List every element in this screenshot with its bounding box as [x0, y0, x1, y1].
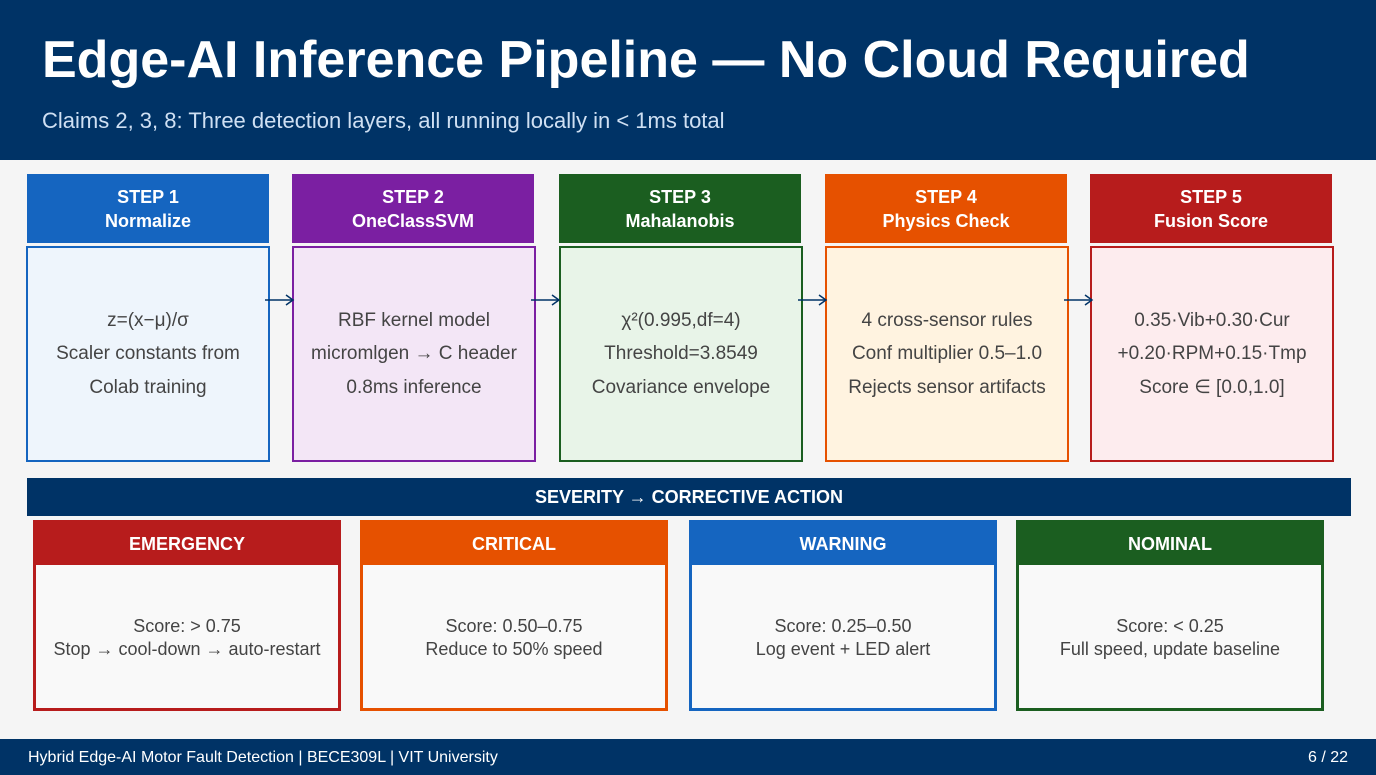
step-2-line-2: micromlgen → C header	[311, 343, 517, 365]
step-4-line-1: 4 cross-sensor rules	[861, 309, 1033, 331]
severity-warning-score: Score: 0.25–0.50	[774, 616, 912, 636]
step-3-line-1: χ²(0.995,df=4)	[621, 309, 741, 331]
severity-critical-score: Score: 0.50–0.75	[445, 616, 583, 636]
step-5-line-2: +0.20·RPM+0.15·Tmp	[1117, 343, 1307, 365]
severity-warning-card: WARNING Score: 0.25–0.50 Log event + LED…	[689, 520, 997, 711]
severity-warning-action: Log event + LED alert	[755, 639, 931, 659]
arrow-right-icon	[1064, 294, 1094, 306]
step-5-header: STEP 5 Fusion Score	[1090, 174, 1332, 243]
step-5-line-1: 0.35·Vib+0.30·Cur	[1134, 309, 1290, 331]
slide-subtitle: Claims 2, 3, 8: Three detection layers, …	[42, 108, 725, 133]
severity-emergency-card: EMERGENCY Score: > 0.75 Stop → cool-down…	[33, 520, 341, 711]
step-2-line-1: RBF kernel model	[337, 309, 491, 331]
step-1-line-3: Colab training	[89, 376, 207, 398]
step-1-name: Normalize	[104, 210, 192, 231]
step-1-header: STEP 1 Normalize	[27, 174, 269, 243]
severity-emergency-label: EMERGENCY	[36, 523, 338, 565]
step-4-number: STEP 4	[915, 186, 977, 207]
severity-emergency-score: Score: > 0.75	[133, 616, 241, 636]
step-3-box: χ²(0.995,df=4) Threshold=3.8549 Covarian…	[559, 246, 803, 462]
step-4-name: Physics Check	[882, 210, 1010, 231]
step-2-line-3: 0.8ms inference	[346, 376, 482, 398]
step-3-line-2: Threshold=3.8549	[604, 343, 758, 365]
severity-nominal-action: Full speed, update baseline	[1059, 639, 1281, 659]
severity-warning-label: WARNING	[692, 523, 994, 565]
step-3-header: STEP 3 Mahalanobis	[559, 174, 801, 243]
page-number: 6 / 22	[1307, 749, 1348, 766]
arrow-right-icon	[531, 294, 561, 306]
footer-bar: Hybrid Edge-AI Motor Fault Detection | B…	[0, 739, 1376, 775]
step-3-number: STEP 3	[649, 186, 711, 207]
step-4-box: 4 cross-sensor rules Conf multiplier 0.5…	[825, 246, 1069, 462]
step-5-number: STEP 5	[1180, 186, 1242, 207]
step-1-box: z=(x−μ)/σ Scaler constants from Colab tr…	[26, 246, 270, 462]
step-4-line-3: Rejects sensor artifacts	[848, 376, 1046, 398]
severity-critical-card: CRITICAL Score: 0.50–0.75 Reduce to 50% …	[360, 520, 668, 711]
step-5-box: 0.35·Vib+0.30·Cur +0.20·RPM+0.15·Tmp Sco…	[1090, 246, 1334, 462]
severity-critical-action: Reduce to 50% speed	[425, 639, 603, 659]
footer-course-info: Hybrid Edge-AI Motor Fault Detection | B…	[28, 749, 498, 766]
step-2-name: OneClassSVM	[351, 210, 475, 231]
step-2-number: STEP 2	[382, 186, 444, 207]
step-1-number: STEP 1	[117, 186, 179, 207]
severity-critical-label: CRITICAL	[363, 523, 665, 565]
severity-banner: SEVERITY → CORRECTIVE ACTION	[27, 478, 1351, 516]
severity-emergency-action: Stop → cool-down → auto-restart	[53, 639, 321, 659]
step-1-line-2: Scaler constants from	[56, 343, 240, 365]
severity-nominal-card: NOMINAL Score: < 0.25 Full speed, update…	[1016, 520, 1324, 711]
step-4-header: STEP 4 Physics Check	[825, 174, 1067, 243]
arrow-right-icon	[265, 294, 295, 306]
step-2-header: STEP 2 OneClassSVM	[292, 174, 534, 243]
title-banner: Edge-AI Inference Pipeline — No Cloud Re…	[0, 0, 1376, 160]
slide-title: Edge-AI Inference Pipeline — No Cloud Re…	[42, 31, 1250, 89]
severity-nominal-label: NOMINAL	[1019, 523, 1321, 565]
step-3-line-3: Covariance envelope	[591, 376, 771, 398]
arrow-right-icon	[798, 294, 828, 306]
step-2-box: RBF kernel model micromlgen → C header 0…	[292, 246, 536, 462]
step-5-name: Fusion Score	[1153, 210, 1269, 231]
step-5-line-3: Score ∈ [0.0,1.0]	[1139, 376, 1285, 398]
step-4-line-2: Conf multiplier 0.5–1.0	[851, 343, 1043, 365]
severity-nominal-score: Score: < 0.25	[1116, 616, 1224, 636]
step-1-line-1: z=(x−μ)/σ	[107, 309, 189, 331]
step-3-name: Mahalanobis	[625, 210, 735, 231]
